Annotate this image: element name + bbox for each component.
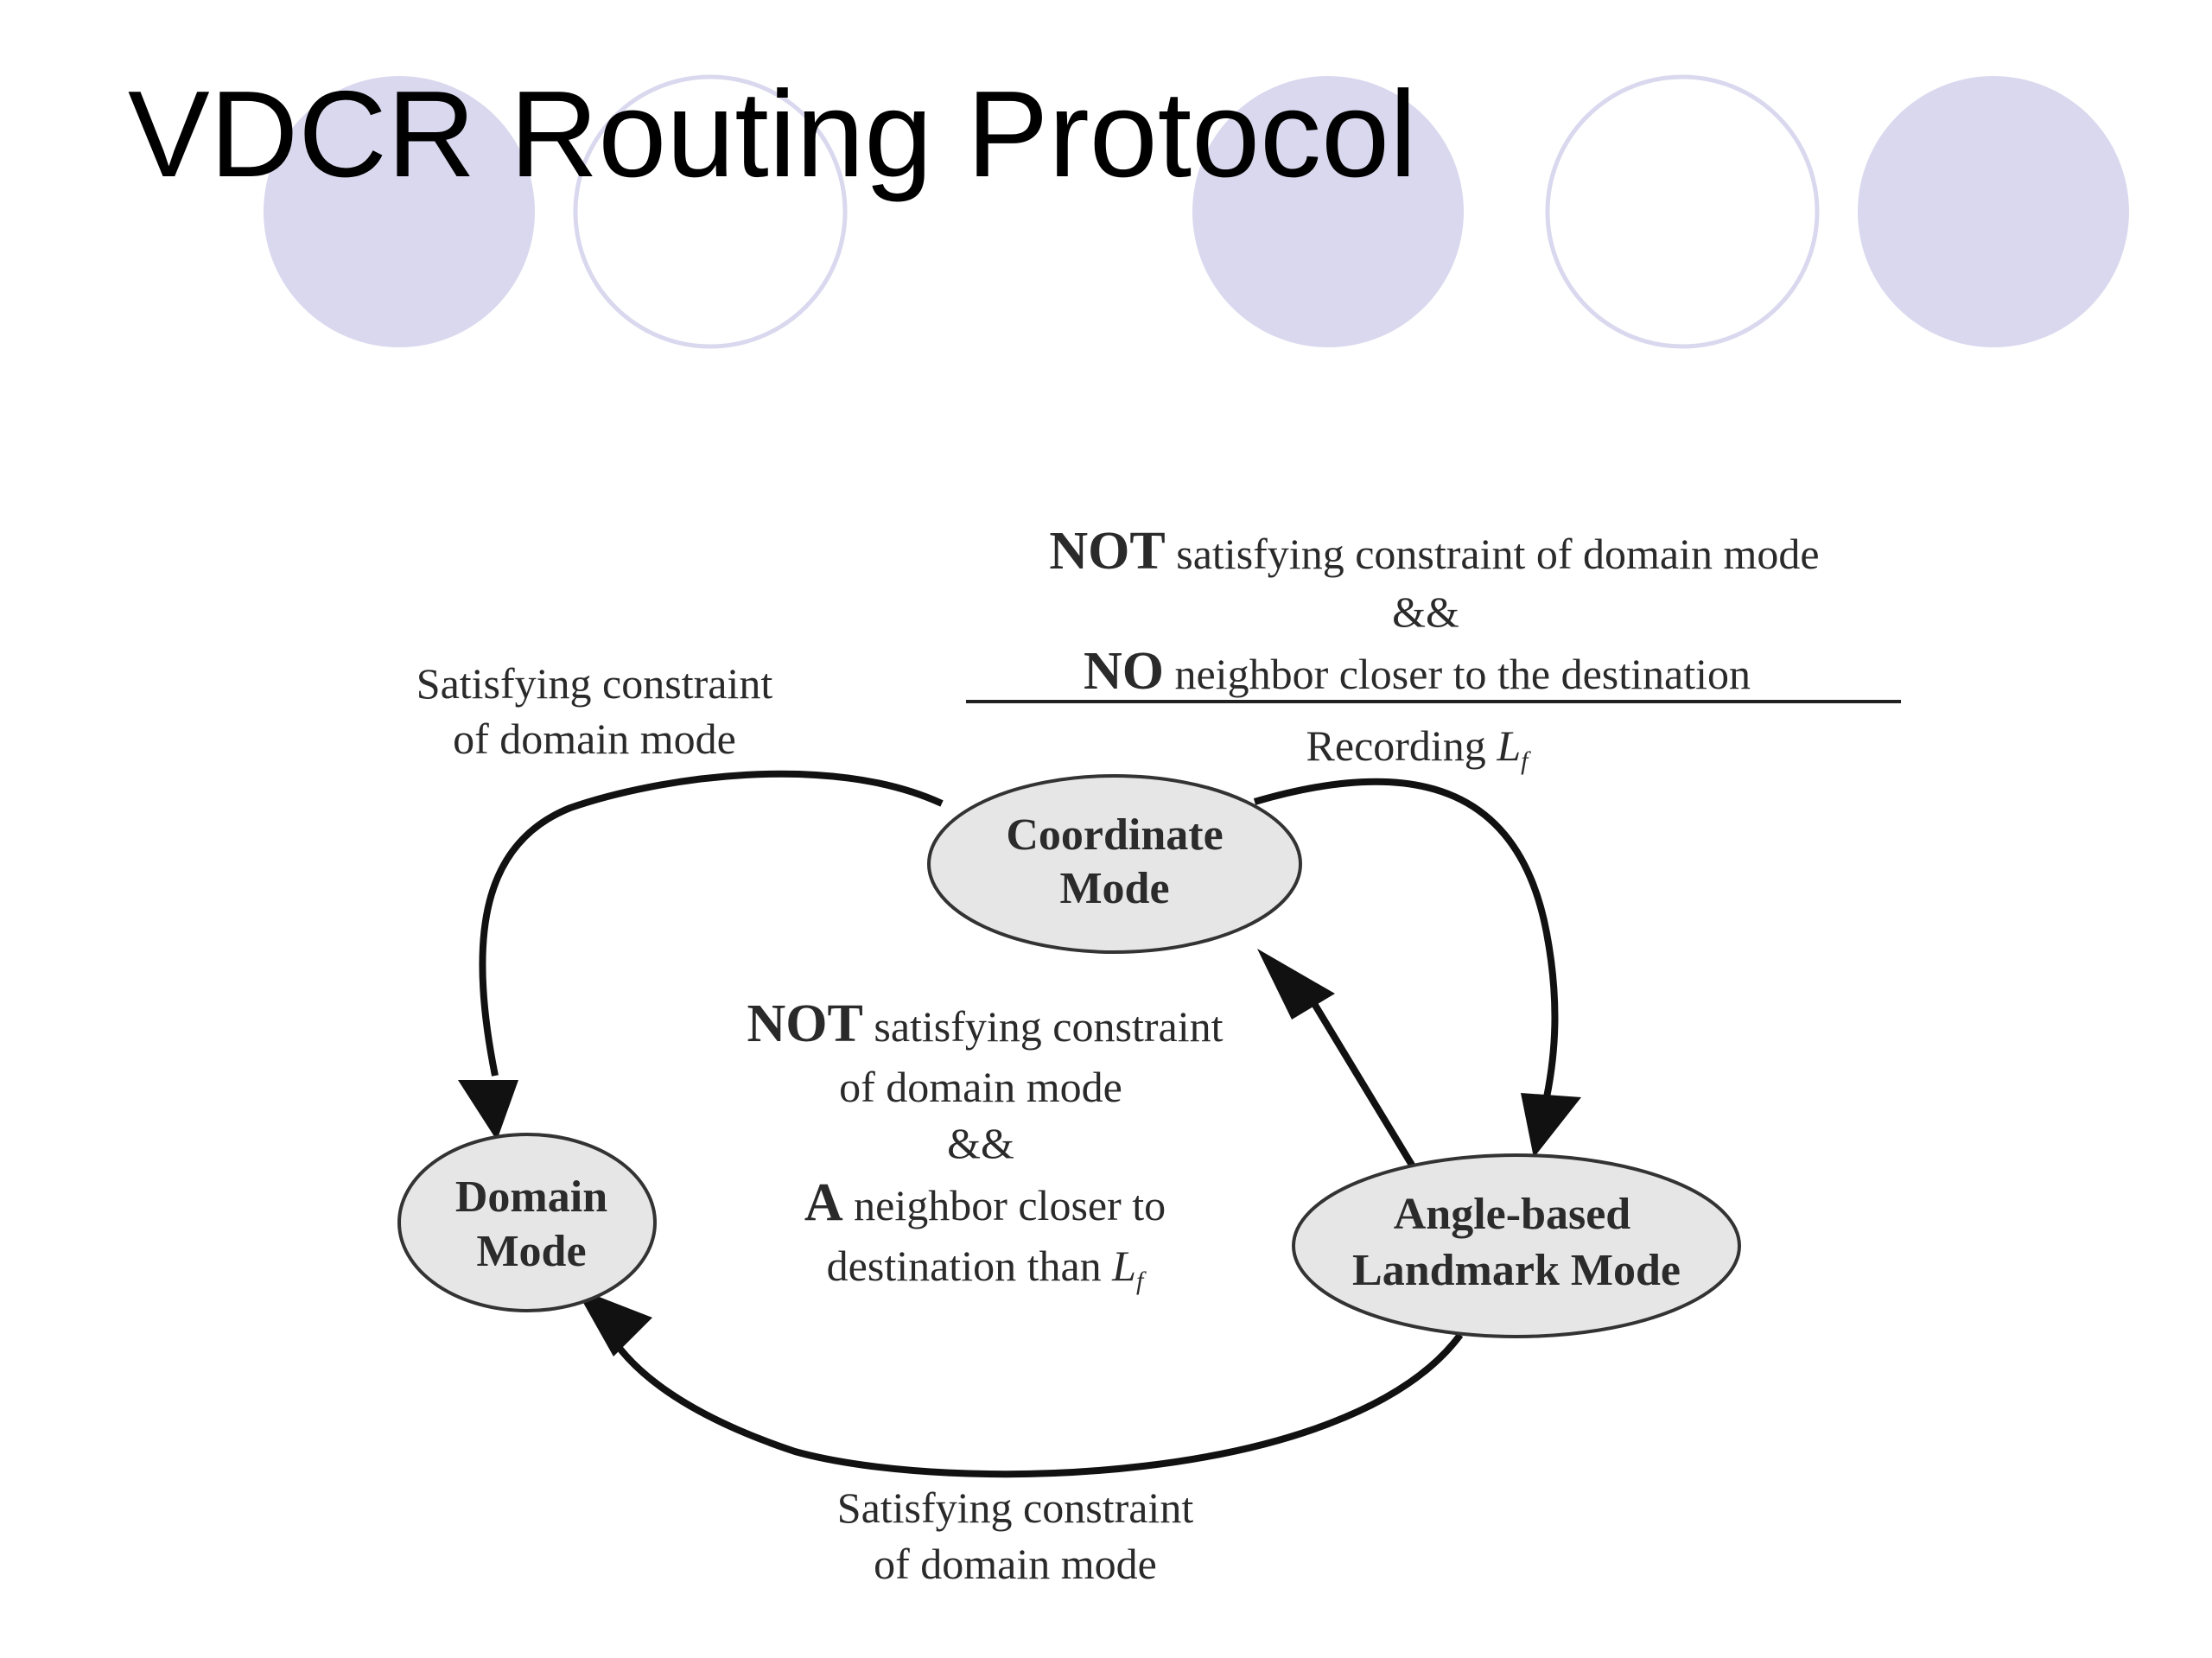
label-landmark-to-coord-line5: destination than Lf bbox=[827, 1242, 1147, 1295]
edge-coordinate-to-domain bbox=[479, 770, 944, 1077]
edge-coordinate-to-landmark bbox=[1253, 778, 1559, 1098]
label-landmark-to-domain-line2: of domain mode bbox=[874, 1540, 1157, 1588]
outline-circle-1 bbox=[573, 74, 848, 349]
edge-landmark-to-coordinate bbox=[1310, 1000, 1416, 1169]
node-domain-mode: Domain Mode bbox=[397, 1133, 657, 1312]
label-landmark-to-coord-line2: of domain mode bbox=[839, 1063, 1122, 1111]
filled-circle-2 bbox=[1192, 76, 1464, 347]
label-coord-to-landmark-line4: Recording Lf bbox=[1306, 721, 1532, 775]
label-coord-to-landmark-line3: NO neighbor closer to the destination bbox=[1084, 642, 1751, 701]
node-landmark-line2: Landmark Mode bbox=[1352, 1246, 1681, 1295]
label-landmark-to-domain-line1: Satisfying constraint bbox=[837, 1483, 1194, 1532]
node-coordinate-line2: Mode bbox=[1059, 864, 1169, 913]
label-landmark-to-coord-line4: A neighbor closer to bbox=[804, 1173, 1166, 1232]
edge-landmark-to-domain bbox=[601, 1324, 1464, 1478]
arrowhead-domain-top bbox=[458, 1080, 518, 1140]
node-landmark-line1: Angle-based bbox=[1394, 1190, 1631, 1239]
arrowhead-domain-bottom bbox=[575, 1287, 652, 1356]
label-landmark-to-coord-line3: && bbox=[947, 1119, 1014, 1167]
node-angle-based-landmark-mode: Angle-based Landmark Mode bbox=[1292, 1153, 1741, 1338]
label-coord-to-landmark-line1: NOT satisfying constraint of domain mode bbox=[1049, 522, 1819, 581]
node-domain-line2: Mode bbox=[476, 1227, 586, 1276]
label-coord-to-domain-line2: of domain mode bbox=[453, 715, 736, 763]
filled-circle-3 bbox=[1858, 76, 2129, 347]
label-coord-to-domain-line1: Satisfying constraint bbox=[416, 659, 773, 708]
node-domain-line1: Domain bbox=[455, 1172, 607, 1222]
arrowhead-landmark-top bbox=[1521, 1093, 1581, 1158]
node-coordinate-mode: Coordinate Mode bbox=[927, 774, 1302, 954]
decorative-circles bbox=[264, 74, 2129, 349]
filled-circle-1 bbox=[264, 76, 535, 347]
label-coord-to-landmark-line2: && bbox=[1392, 588, 1459, 636]
node-coordinate-line1: Coordinate bbox=[1006, 810, 1223, 860]
outline-circle-2 bbox=[1545, 74, 1820, 349]
label-landmark-to-coord-line1: NOT satisfying constraint bbox=[747, 994, 1224, 1053]
arrowhead-coordinate-bottom bbox=[1257, 949, 1335, 1020]
slide-title: VDCR Routing Protocol bbox=[128, 66, 1417, 203]
